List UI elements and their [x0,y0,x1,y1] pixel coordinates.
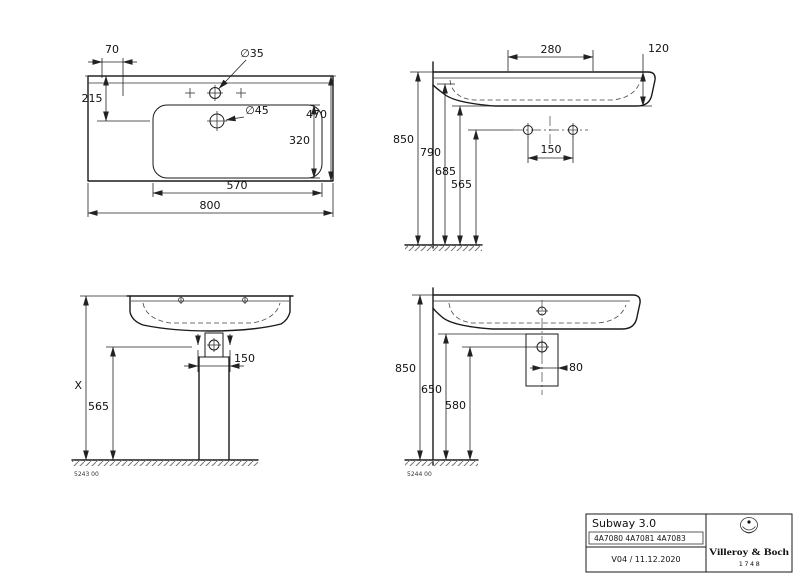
dim-150-front: 150 [184,350,255,372]
dim-70: 70 [88,43,137,96]
dim-label-565-front: 565 [88,400,109,413]
front-view: 150 X 565 5243 00 [71,295,294,478]
side-view: 280 120 150 850 [393,42,669,251]
article-numbers-box [588,531,704,545]
outlet-view: 80 850 650 580 5244 00 [395,287,641,478]
leader-drain-hole: ∅45 [225,104,269,122]
dim-470: 470 [306,75,334,182]
version-date: V04 / 11.12.2020 [611,555,680,564]
dim-label-120: 120 [648,42,669,55]
dim-label-tap-hole: ∅35 [240,47,264,60]
waste-trap-box [525,333,559,387]
dim-label-685: 685 [435,165,456,178]
title-block: Subway 3.0 4A7080 4A7081 4A7083 V04 / 11… [585,513,793,573]
dim-label-320: 320 [289,134,310,147]
dim-565-front: 565 [88,346,192,461]
floor-line-outlet [404,459,479,466]
dim-685: 685 [435,105,500,246]
plan-view: 70 ∅35 215 ∅45 470 320 570 [82,43,336,217]
dim-label-800: 800 [200,199,221,212]
dim-150-side: 150 [527,136,574,163]
dim-120: 120 [630,42,669,107]
tap-hole-marks-front [178,296,248,304]
dim-label-drain-hole: ∅45 [245,104,269,117]
tap-hole-symbol [207,85,223,101]
siphon-cover-column [198,356,230,461]
dim-label-470: 470 [306,108,327,121]
dim-280: 280 [507,43,594,71]
dim-215: 215 [82,75,150,122]
dim-label-565-side: 565 [451,178,472,191]
dim-height-variable: X [74,295,127,461]
floor-line-side [404,244,483,251]
bowl-outline [152,104,323,179]
drawing-code-front: 5243 00 [74,471,99,478]
dim-580: 580 [445,346,536,461]
tap-option-cross-left [185,88,195,98]
bowl-hidden-line [449,79,641,101]
dim-label-70: 70 [105,43,119,56]
dim-800: 800 [87,183,334,217]
dim-label-850-side: 850 [393,133,414,146]
drawing-code-outlet: 5244 00 [407,471,432,478]
dim-320: 320 [289,104,320,179]
dim-650: 650 [421,333,526,461]
dim-label-150-front: 150 [234,352,255,365]
dim-790: 790 [420,83,455,246]
basin-profile [432,71,656,107]
drain-hole-symbol [207,111,227,131]
basin-profile-outlet [432,294,641,330]
dim-label-80: 80 [569,361,583,374]
dim-850-outlet: 850 [395,294,433,461]
dim-label-580: 580 [445,399,466,412]
dim-80: 80 [530,361,583,374]
product-name: Subway 3.0 [592,517,656,530]
dim-label-570: 570 [227,179,248,192]
brand-year: 1748 [739,560,762,568]
floor-line-front [71,459,259,466]
basin-front-outline [126,295,294,332]
overflow-hole-symbol [536,306,548,316]
article-numbers: 4A7080 4A7081 4A7083 [594,534,686,543]
dim-label-x: X [74,379,82,392]
dim-label-150-side: 150 [541,143,562,156]
leader-tap-hole: ∅35 [218,47,264,89]
dim-label-215: 215 [82,92,103,105]
waste-trap-front [204,332,224,358]
brand-name: Villeroy & Boch [709,548,790,558]
tap-option-cross-right [236,88,246,98]
dim-565-side: 565 [451,129,513,246]
dim-570: 570 [152,179,323,197]
fixing-screw-arrows [195,334,233,346]
dim-label-850-outlet: 850 [395,362,416,375]
villeroy-boch-logo-icon [740,517,758,534]
fixing-holes [513,116,588,144]
dim-850-side: 850 [393,71,433,246]
dim-label-790: 790 [420,146,441,159]
dim-label-280: 280 [541,43,562,56]
dim-label-650: 650 [421,383,442,396]
